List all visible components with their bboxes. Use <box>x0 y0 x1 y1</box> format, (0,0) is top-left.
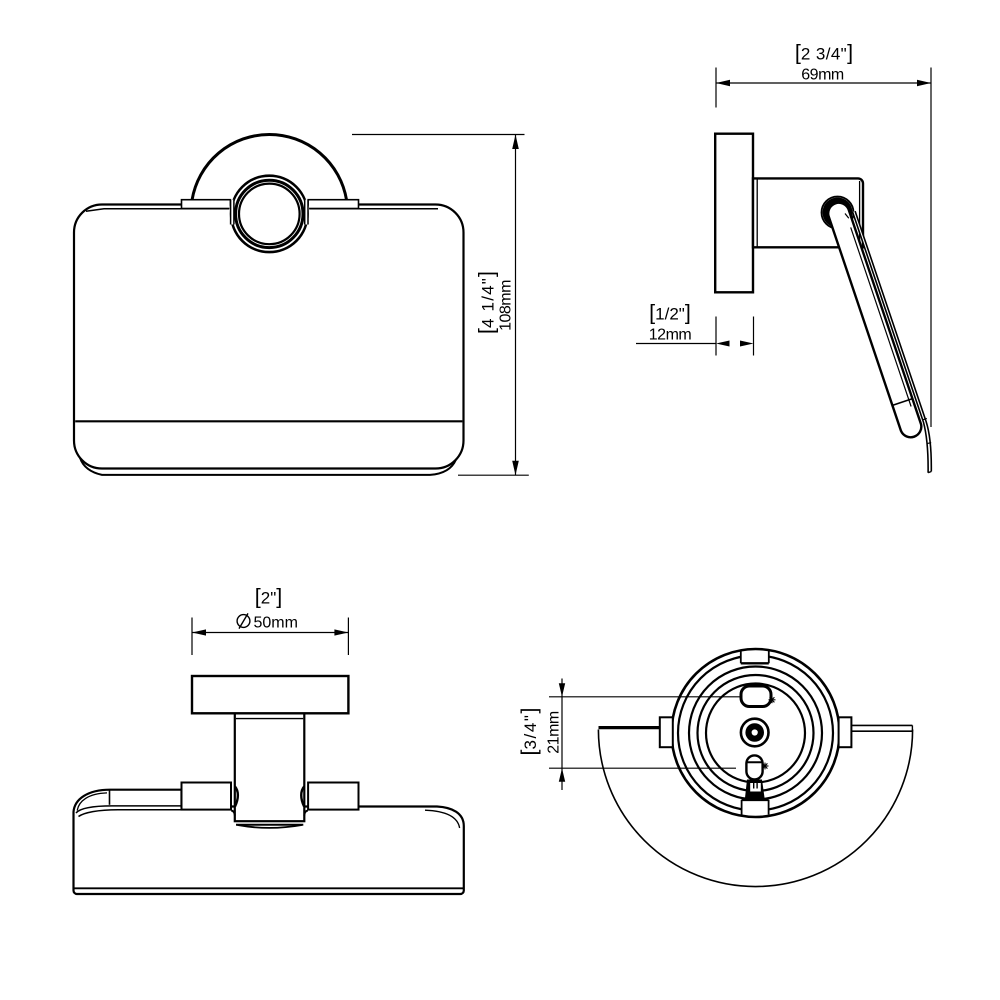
svg-text:21mm: 21mm <box>546 711 563 754</box>
svg-text:[1/2"]: [1/2"] <box>649 301 691 325</box>
svg-text:[2"]: [2"] <box>255 585 282 609</box>
svg-text:108mm: 108mm <box>498 280 515 331</box>
svg-text:[3/4"]: [3/4"] <box>517 707 541 755</box>
svg-text:69mm: 69mm <box>801 67 844 84</box>
svg-text:12mm: 12mm <box>649 327 692 344</box>
svg-text:50mm: 50mm <box>254 615 298 632</box>
svg-text:[2 3/4"]: [2 3/4"] <box>795 41 853 65</box>
svg-text:[4 1/4"]: [4 1/4"] <box>475 271 499 334</box>
